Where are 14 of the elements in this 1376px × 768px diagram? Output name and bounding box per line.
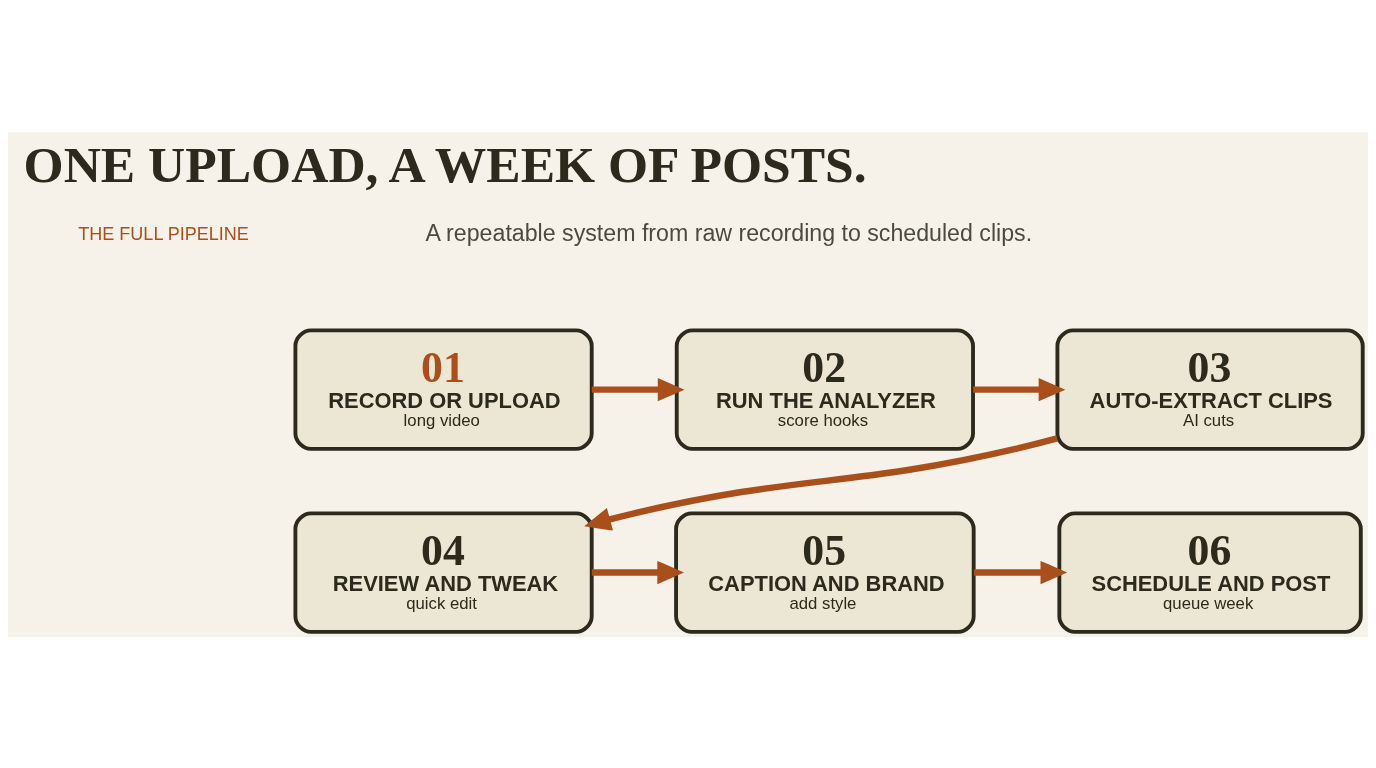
node-box: 05 CAPTION AND BRAND add style — [674, 510, 976, 634]
arrow — [973, 560, 1068, 584]
node-box: 01 RECORD OR UPLOAD long video — [293, 327, 594, 451]
arrow — [591, 560, 685, 584]
diagram-title: ONE UPLOAD, A WEEK OF POSTS. — [23, 135, 867, 193]
label: A repeatable system from raw recording to scheduled clips. — [425, 219, 1033, 246]
node-box: 06 SCHEDULE AND POST queue week — [1057, 510, 1363, 634]
arrow — [973, 377, 1066, 401]
arrow — [584, 434, 1058, 531]
arrow — [591, 377, 685, 401]
node-box: 04 REVIEW AND TWEAK quick edit — [293, 510, 594, 634]
label: THE FULL PIPELINE — [78, 223, 249, 244]
node-box: 02 RUN THE ANALYZER score hooks — [674, 327, 975, 451]
node-box: 03 AUTO-EXTRACT CLIPS AI cuts — [1055, 327, 1365, 451]
